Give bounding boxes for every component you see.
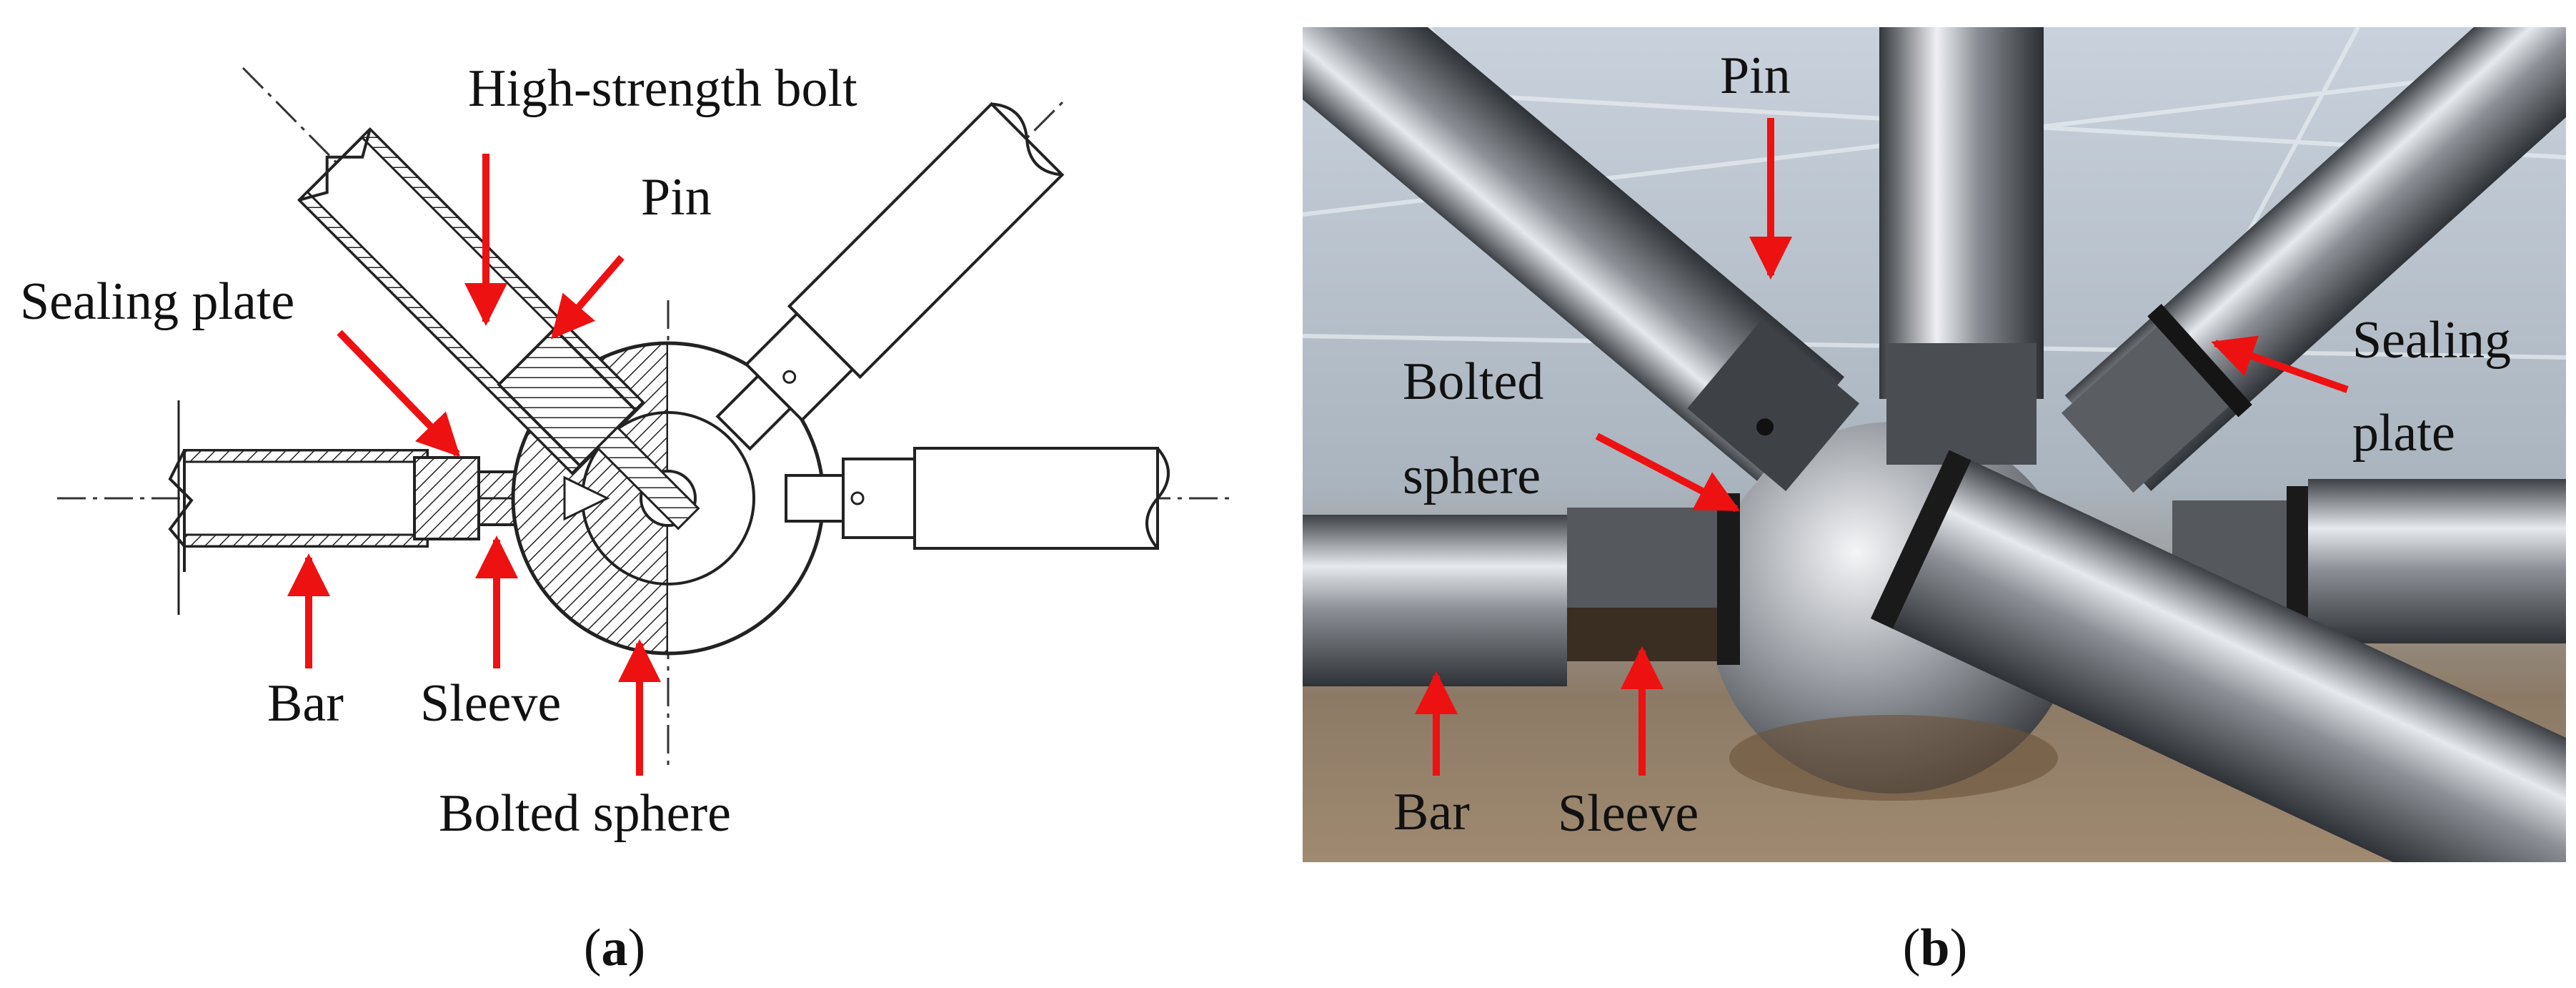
drawing-inclined-bar-right xyxy=(715,102,1065,451)
drawing-bar-right xyxy=(785,447,1170,550)
photo-tube-right xyxy=(2172,479,2566,643)
label-pin-a: Pin xyxy=(641,168,712,227)
label-pin-b: Pin xyxy=(1720,46,1791,105)
caption-b: (b) xyxy=(1903,919,1967,977)
label-bar-a: Bar xyxy=(267,674,344,733)
panel-b-photo xyxy=(1303,27,2566,862)
panel-a-labels: High-strength bolt Pin Sealing plate Bar… xyxy=(20,59,857,843)
panel-a-drawing: High-strength bolt Pin Sealing plate Bar… xyxy=(20,59,1236,977)
panel-b-labels: Pin Bolted sphere Sealing plate Bar Slee… xyxy=(1393,46,2511,843)
caption-a: (a) xyxy=(584,919,645,977)
arrow-sealing-plate-b xyxy=(2211,335,2349,393)
label-bar-b: Bar xyxy=(1393,783,1470,841)
label-bolted-b-line1: Bolted xyxy=(1403,352,1543,411)
arrow-sealing-plate xyxy=(337,330,461,458)
arrow-pin xyxy=(551,255,625,340)
photo-tube-upper-right xyxy=(2061,27,2566,493)
arrow-bolted-sphere-b xyxy=(1595,433,1741,513)
label-high-strength-bolt: High-strength bolt xyxy=(468,59,857,118)
photo-tube-vertical xyxy=(1879,27,2044,465)
label-bolted-sphere-a: Bolted sphere xyxy=(439,784,731,843)
label-sealing-b-line2: plate xyxy=(2352,404,2455,463)
photo-tube-left xyxy=(1303,493,1740,686)
label-sleeve-b: Sleeve xyxy=(1558,784,1699,843)
label-sleeve-a: Sleeve xyxy=(420,674,561,733)
drawing-bar xyxy=(168,400,429,615)
photo-tube-upper-left xyxy=(1303,27,1860,491)
panel-b-arrows xyxy=(1415,118,2349,776)
label-sealing-plate-a: Sealing plate xyxy=(20,272,294,331)
label-bolted-b-line2: sphere xyxy=(1403,447,1541,505)
photo-tube-foreground xyxy=(1870,450,2566,862)
panel-a-arrows xyxy=(287,154,661,776)
label-sealing-b-line1: Sealing xyxy=(2352,311,2511,370)
